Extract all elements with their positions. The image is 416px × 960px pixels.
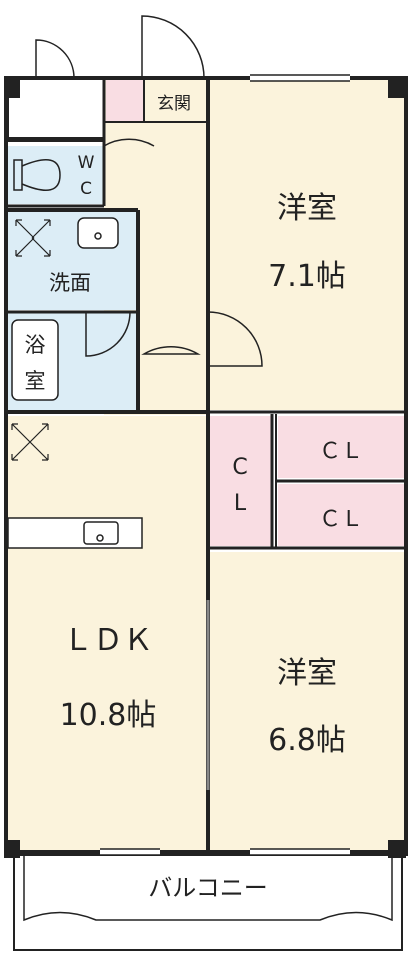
closet-vertical-label-2: L bbox=[234, 491, 247, 516]
bedroom-1-name: 洋室 bbox=[277, 191, 337, 226]
kitchen-counter bbox=[7, 517, 143, 549]
wc-label-1: W bbox=[78, 153, 95, 173]
doors bbox=[35, 15, 263, 790]
bath-label-2: 室 bbox=[25, 369, 46, 393]
walls bbox=[4, 76, 408, 856]
bathtub-icon bbox=[11, 319, 59, 401]
bedroom-2-fill bbox=[208, 552, 404, 852]
closet-vertical-label-1: C bbox=[232, 455, 247, 480]
vent-markers bbox=[11, 219, 51, 461]
ldk-name: ＬＤＫ bbox=[63, 623, 153, 658]
closet-bottom-fill bbox=[278, 484, 404, 546]
entrance-label: 玄関 bbox=[157, 94, 191, 114]
closet-vertical-fill bbox=[208, 416, 272, 546]
closet-top-fill bbox=[278, 416, 404, 478]
bath-label-1: 浴 bbox=[25, 333, 46, 357]
toilet-icon bbox=[13, 159, 61, 191]
bedroom-1-fill bbox=[208, 80, 404, 410]
washbasin-icon bbox=[77, 217, 119, 249]
closet-top-label: ＣＬ bbox=[319, 439, 363, 464]
ldk-fill bbox=[8, 416, 206, 852]
bedroom-2-size: 6.8帖 bbox=[268, 723, 346, 758]
entry-outside bbox=[7, 77, 105, 139]
closet-bottom-label: ＣＬ bbox=[319, 507, 363, 532]
wc-label-2: C bbox=[80, 179, 92, 199]
windows bbox=[100, 74, 350, 856]
washroom-label: 洗面 bbox=[49, 271, 91, 295]
wc-fill bbox=[8, 146, 104, 204]
columns bbox=[4, 76, 406, 858]
balcony bbox=[13, 856, 403, 951]
ldk-size: 10.8帖 bbox=[60, 698, 157, 733]
balcony-label: バルコニー bbox=[148, 874, 268, 902]
bedroom-2-name: 洋室 bbox=[277, 656, 337, 691]
bedroom-1-size: 7.1帖 bbox=[268, 259, 346, 294]
entrance-fill bbox=[106, 80, 144, 122]
